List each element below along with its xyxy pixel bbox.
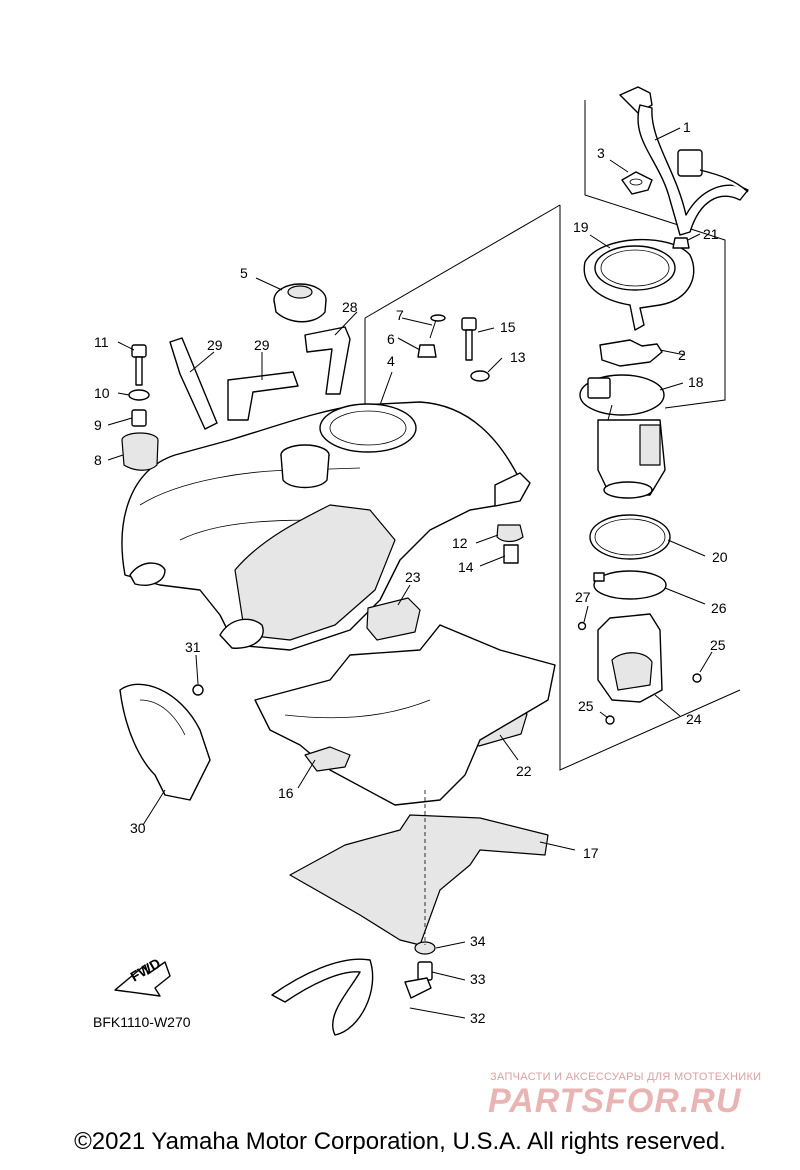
- part-29-hose-2: [227, 371, 299, 421]
- callout-20: 20: [712, 549, 728, 565]
- callout-16: 16: [278, 785, 294, 801]
- callout-24: 24: [686, 711, 702, 727]
- callout-25b: 25: [578, 698, 594, 714]
- callout-31: 31: [185, 639, 201, 655]
- part-29-hose: [169, 337, 218, 430]
- callout-8: 8: [94, 452, 102, 468]
- callout-6: 6: [387, 331, 395, 347]
- callout-21: 21: [703, 226, 719, 242]
- part-21-cap: [672, 237, 690, 249]
- part-10-washer: [128, 389, 150, 401]
- part-33-fitting: [404, 961, 433, 999]
- callout-34: 34: [470, 933, 486, 949]
- callout-27: 27: [575, 589, 591, 605]
- callout-32: 32: [470, 1010, 486, 1026]
- callout-1: 1: [683, 119, 691, 135]
- callout-11: 11: [94, 334, 109, 350]
- callout-23: 23: [405, 569, 421, 585]
- part-19-retainer-plate: [583, 238, 695, 331]
- callout-5: 5: [240, 265, 248, 281]
- callout-29: 29: [207, 337, 223, 353]
- callout-30: 30: [130, 820, 146, 836]
- callout-15: 15: [500, 319, 516, 335]
- callout-22: 22: [516, 763, 532, 779]
- part-2-bracket: [599, 339, 663, 367]
- part-34-grommet: [414, 941, 436, 955]
- part-16-tray: [254, 624, 556, 806]
- part-25-screw: [692, 673, 702, 683]
- callout-labels: 1 2 3 4 5 6 7 8 9 10 11 12 13 14 15 16 1…: [94, 119, 728, 1026]
- part-31-clip: [192, 684, 204, 696]
- callout-9: 9: [94, 417, 102, 433]
- callout-7: 7: [396, 307, 404, 323]
- part-13-washer: [470, 370, 490, 382]
- part-11-bolt: [131, 344, 147, 386]
- part-9-collar: [131, 409, 147, 427]
- fuel-tank: [121, 401, 531, 651]
- callout-3: 3: [597, 145, 605, 161]
- part-7-screw: [429, 314, 446, 339]
- callout-29b: 29: [254, 337, 270, 353]
- copyright-notice: ©2021 Yamaha Motor Corporation, U.S.A. A…: [74, 1128, 726, 1155]
- pump-group-frame: [364, 100, 741, 771]
- part-17-guard: [289, 814, 549, 946]
- part-28-hose: [304, 326, 351, 395]
- callout-17: 17: [583, 845, 599, 861]
- part-8-damper: [121, 432, 159, 471]
- watermark-brand: PARTSFOR.RU: [488, 1082, 742, 1120]
- part-5-fuel-cap: [273, 283, 327, 323]
- callout-26: 26: [711, 600, 727, 616]
- watermark-tagline: ЗАПЧАСТИ И АКСЕССУАРЫ ДЛЯ МОТОТЕХНИКИ: [490, 1071, 762, 1083]
- callout-13: 13: [510, 349, 526, 365]
- callout-2: 2: [678, 347, 686, 363]
- fwd-arrow-icon: FWD: [114, 955, 171, 997]
- callout-18: 18: [688, 374, 704, 390]
- part-18-fuel-pump: [579, 374, 666, 499]
- part-32-hose: [271, 958, 374, 1036]
- part-27-clip: [577, 621, 587, 631]
- part-1-fuel-hose: [619, 86, 749, 236]
- part-14-collar: [503, 544, 519, 564]
- leader-lines: [107, 127, 713, 1019]
- part-6-collar: [417, 344, 437, 358]
- callout-4: 4: [387, 353, 395, 369]
- part-26-band: [593, 570, 667, 600]
- callout-19: 19: [573, 219, 589, 235]
- callout-10: 10: [94, 385, 110, 401]
- callout-14: 14: [458, 559, 474, 575]
- part-20-o-ring: [589, 514, 671, 560]
- callout-33: 33: [470, 971, 486, 987]
- part-24-cover: [597, 613, 663, 703]
- callout-25: 25: [710, 637, 726, 653]
- part-15-bolt: [461, 317, 477, 361]
- callout-28: 28: [342, 299, 358, 315]
- part-23-damper: [366, 597, 421, 641]
- part-30-side-cover: [119, 683, 211, 801]
- diagram-code: BFK1110-W270: [93, 1014, 191, 1030]
- part-3-grommet: [621, 171, 653, 195]
- callout-12: 12: [452, 535, 468, 551]
- part-12-damper: [496, 524, 524, 543]
